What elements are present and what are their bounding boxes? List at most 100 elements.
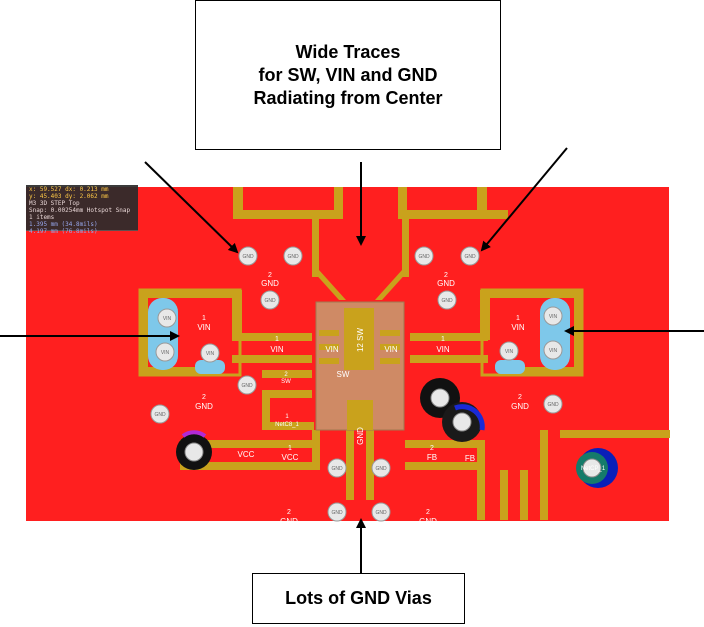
net-label: NetCP_1 xyxy=(581,466,606,472)
ic-labels: 12 SW SW VIN VIN GND xyxy=(325,328,398,445)
net-label: 1 xyxy=(516,315,520,322)
cyan-pad-left-low xyxy=(195,360,225,374)
ic-label-vin-left: VIN xyxy=(325,345,339,354)
capacitor-center xyxy=(420,378,485,442)
vin-via xyxy=(543,306,563,326)
net-label: VIN xyxy=(197,323,211,332)
hud-line: 4.197 mm (76.8mils) xyxy=(29,228,98,235)
via-label: GND xyxy=(375,466,387,472)
net-label: VIN xyxy=(511,323,525,332)
gnd-via xyxy=(237,375,257,395)
hud-line: y: 45.403 dy: 2.062 mm xyxy=(29,193,109,200)
gnd-via xyxy=(238,246,258,266)
net-label: 2 xyxy=(518,394,522,401)
ic-label-sw: 12 SW xyxy=(356,328,365,352)
net-label: 1 xyxy=(275,336,279,343)
gnd-via xyxy=(327,458,347,478)
callout-text: Lots of GND Vias xyxy=(285,588,432,608)
vin-pad-right-outline xyxy=(480,288,584,377)
gnd-via-labels: GND GND GND GND GND GND GND GND GND GND … xyxy=(154,254,559,516)
via-label: GND xyxy=(287,254,299,260)
via-label: GND xyxy=(464,254,476,260)
ic-label-gnd: GND xyxy=(356,427,365,445)
net-label: VCC xyxy=(238,450,255,459)
via-label: GND xyxy=(242,254,254,260)
net-label: 2 xyxy=(268,272,272,279)
gnd-via xyxy=(327,502,347,522)
hud-line: Snap: 0.00254mm Hotspot Snap (All Layers… xyxy=(29,207,135,214)
gnd-via xyxy=(543,394,563,414)
gnd-via xyxy=(371,502,391,522)
ic-pin-right-3 xyxy=(380,358,400,364)
net-label: GND xyxy=(261,279,279,288)
ic-pin-left-1 xyxy=(319,330,339,336)
vin-via xyxy=(200,343,220,363)
net-label: VCC xyxy=(282,453,299,462)
gnd-via xyxy=(460,246,480,266)
net-label: 1 xyxy=(441,336,445,343)
net-label: GND xyxy=(195,402,213,411)
net-label: 1 xyxy=(285,414,289,420)
callout-line-1: Wide Traces xyxy=(295,41,401,62)
via-label: GND xyxy=(418,254,430,260)
net-label: FB xyxy=(465,454,475,463)
via-label: GND xyxy=(331,466,343,472)
via-label: VIN xyxy=(505,349,514,355)
net-label: 2 xyxy=(202,394,206,401)
via-label: VIN xyxy=(549,314,558,320)
via-label: GND xyxy=(441,298,453,304)
gnd-via xyxy=(437,290,457,310)
net-label: GND xyxy=(511,402,529,411)
vin-via-labels: VIN VIN VIN VIN VIN VIN xyxy=(161,314,558,357)
hud-line: x: 59.527 dx: 0.213 mm xyxy=(29,186,109,193)
gnd-via xyxy=(414,246,434,266)
hud-line: 1.395 mm (34.8mils) xyxy=(29,221,98,228)
net-label: 2 xyxy=(284,372,288,378)
ic-pad-sw xyxy=(344,308,374,370)
callout-line-3: Radiating from Center xyxy=(253,87,443,108)
net-label: NetC8_1 xyxy=(275,422,299,428)
cursor-info-overlay: x: 59.527 dx: 0.213 mm y: 45.403 dy: 2.0… xyxy=(26,185,138,235)
net-label: GND xyxy=(280,517,298,526)
via-label: GND xyxy=(547,402,559,408)
net-label: 1 xyxy=(288,445,292,452)
ic-pin-right-2 xyxy=(380,344,400,350)
via-label: GND xyxy=(264,298,276,304)
copper-traces xyxy=(140,187,670,520)
capacitor-right xyxy=(576,448,618,488)
net-label: SW xyxy=(281,379,291,385)
via-label: VIN xyxy=(163,316,172,322)
cyan-pad-right-low xyxy=(495,360,525,374)
vin-via xyxy=(543,340,563,360)
callout-line-2: for SW, VIN and GND xyxy=(258,64,438,85)
net-label: VIN xyxy=(436,345,450,354)
via-label: GND xyxy=(241,383,253,389)
hud-line: 1 items xyxy=(29,214,55,221)
callout-arrows xyxy=(0,147,704,573)
via-label: VIN xyxy=(161,350,170,356)
ic-pin-left-3 xyxy=(319,358,339,364)
net-labels: 2 GND 2 GND 2 GND 2 GND 2 GND 2 GND 1 VI… xyxy=(195,272,606,526)
vin-pad-left-outline xyxy=(138,288,242,377)
via-label: VIN xyxy=(206,351,215,357)
arrow-top-right xyxy=(480,147,568,252)
net-label: 2 xyxy=(426,509,430,516)
net-label: 2 xyxy=(287,509,291,516)
via-label: GND xyxy=(154,412,166,418)
vin-vias xyxy=(155,306,563,363)
ic-label-sw-bottom: SW xyxy=(337,370,350,379)
net-label: VIN xyxy=(270,345,284,354)
via-label: GND xyxy=(375,510,387,516)
ic-label-vin-right: VIN xyxy=(384,345,398,354)
net-label: FB xyxy=(427,453,437,462)
via-label: GND xyxy=(331,510,343,516)
ic-pin-gnd xyxy=(347,400,373,430)
net-label: GND xyxy=(419,517,437,526)
gnd-via xyxy=(150,404,170,424)
gnd-via xyxy=(283,246,303,266)
net-label: 2 xyxy=(444,272,448,279)
net-label: 1 xyxy=(202,315,206,322)
vin-via xyxy=(155,342,175,362)
vin-via xyxy=(499,341,519,361)
